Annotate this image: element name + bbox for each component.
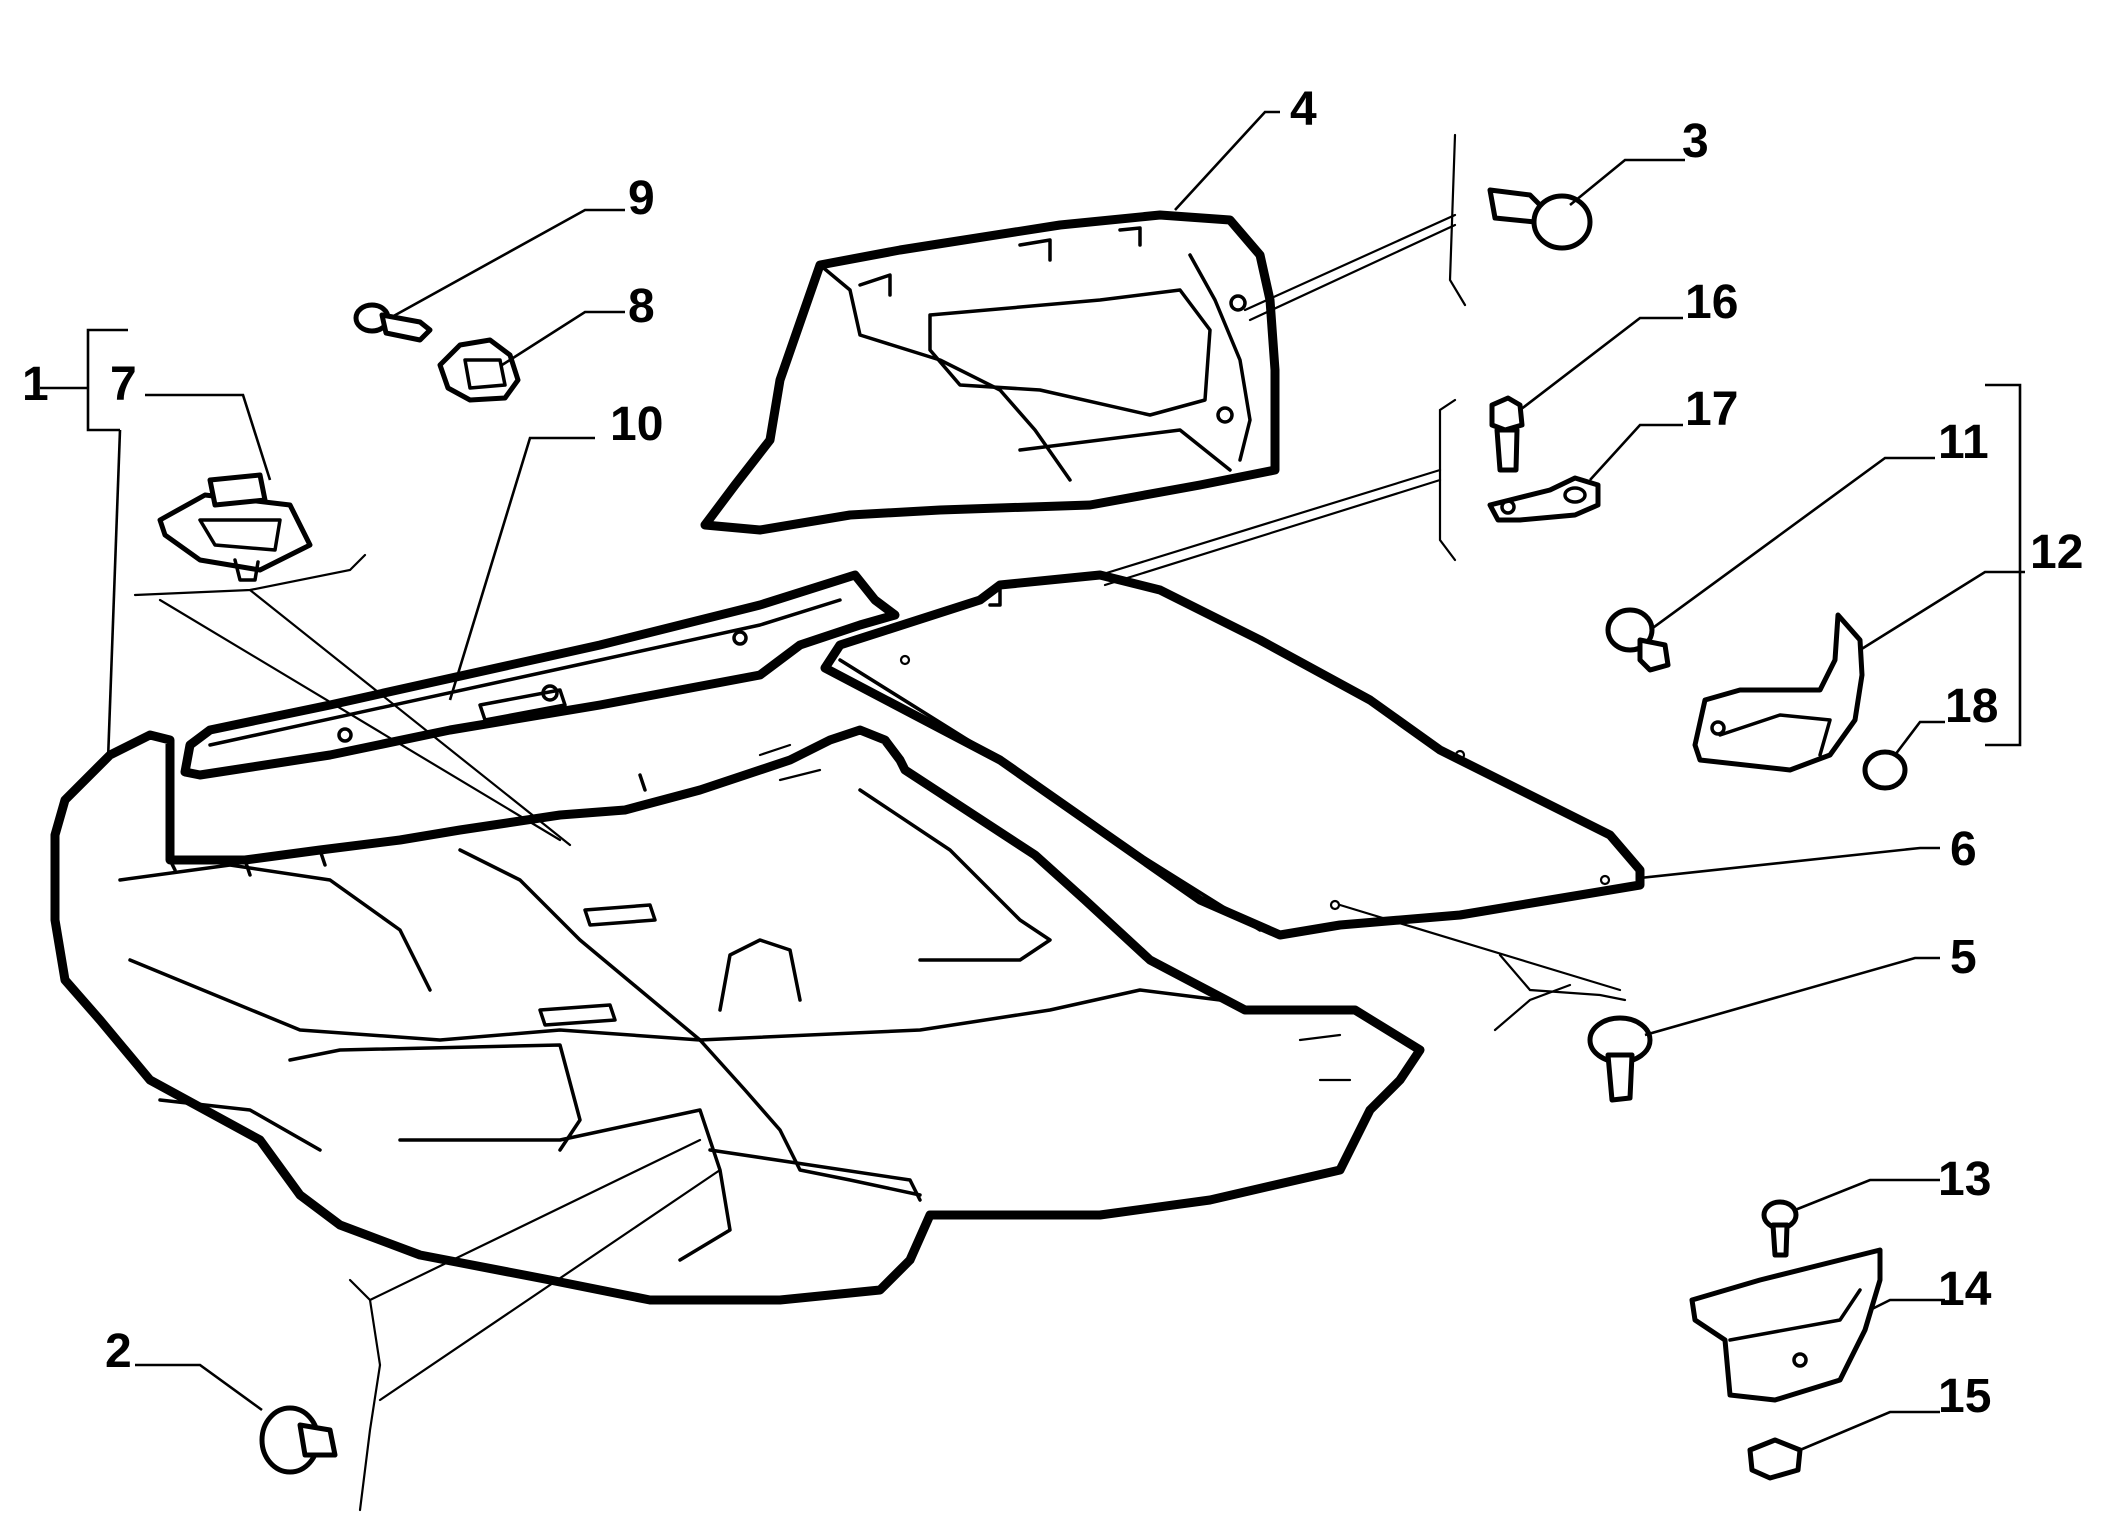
clip-part-7	[157, 472, 313, 582]
label-16: 16	[1685, 276, 1738, 329]
label-14: 14	[1938, 1263, 1992, 1316]
nut-part-8	[437, 337, 521, 403]
bolt-part-16	[1489, 395, 1525, 473]
sill-trim-part-10	[180, 570, 900, 780]
part-labels: 1 7 9 8 10 4 3 16 17 11 12 18 6 5 13 14 …	[22, 83, 2083, 1423]
label-3: 3	[1682, 115, 1709, 168]
screw-part-13	[1761, 1199, 1799, 1258]
bracket-part-12	[1692, 612, 1865, 773]
side-panel-part-4	[700, 210, 1280, 535]
cover-part-14	[1689, 1247, 1883, 1403]
label-18: 18	[1945, 680, 1998, 733]
label-11: 11	[1938, 416, 1989, 469]
label-6: 6	[1950, 823, 1977, 876]
screw-part-9	[353, 302, 433, 343]
push-clip-part-3	[1487, 187, 1593, 251]
label-7: 7	[110, 358, 137, 411]
fastener-part-11	[1605, 607, 1671, 673]
label-12: 12	[2030, 526, 2083, 579]
label-4: 4	[1290, 83, 1317, 136]
label-15: 15	[1938, 1370, 1991, 1423]
label-2: 2	[105, 1325, 132, 1378]
washer-part-17	[1487, 475, 1601, 523]
clip-part-15	[1747, 1437, 1803, 1481]
label-9: 9	[628, 172, 655, 225]
push-clip-part-5	[1587, 1015, 1653, 1103]
push-clip-part-2	[259, 1405, 338, 1475]
label-1: 1	[22, 358, 49, 411]
label-13: 13	[1938, 1153, 1991, 1206]
label-17: 17	[1685, 383, 1738, 436]
floor-panel-part-6	[820, 570, 1645, 940]
leader-lines	[40, 110, 2025, 1512]
floor-mat-part-1	[50, 725, 1425, 1305]
label-10: 10	[610, 398, 663, 451]
label-8: 8	[628, 280, 655, 333]
label-5: 5	[1950, 931, 1977, 984]
plug-part-18	[1862, 749, 1908, 791]
